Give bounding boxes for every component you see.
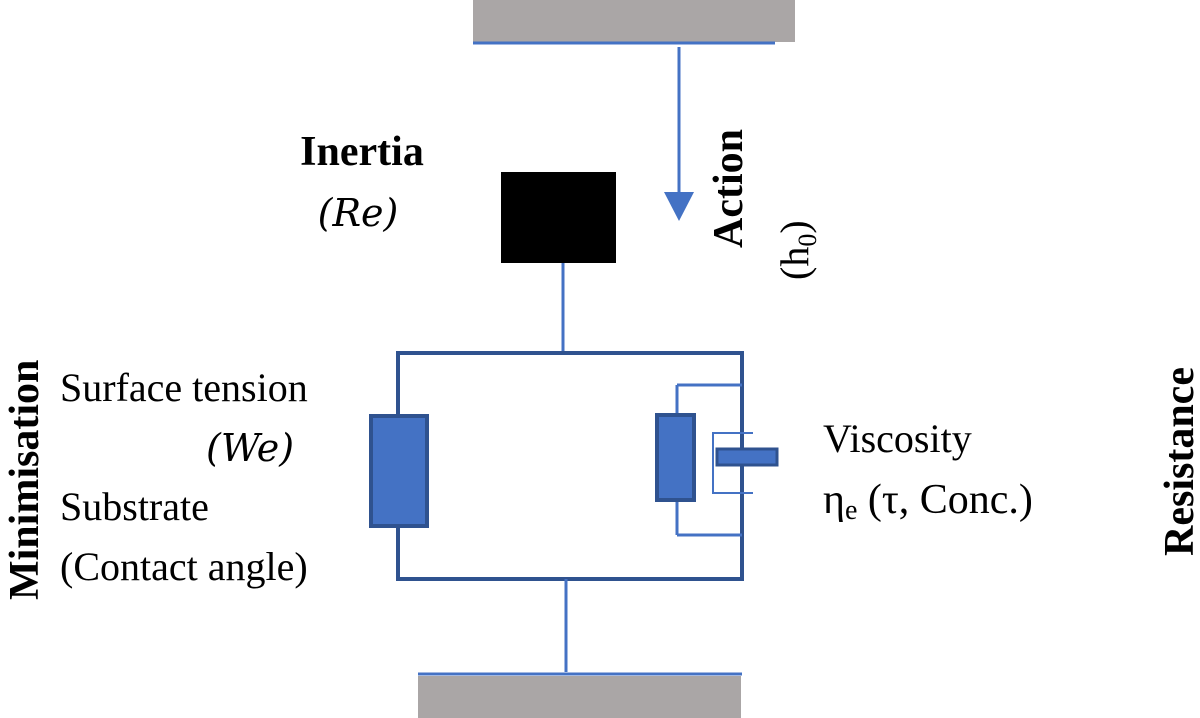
viscosity-spring	[655, 413, 696, 502]
action-arrow	[664, 47, 694, 221]
top-plate	[473, 0, 795, 45]
bottom-plate	[418, 672, 742, 718]
minimisation-label: Minimisation	[2, 360, 48, 600]
viscosity-sub: e	[845, 495, 857, 526]
bottom-plate-body	[418, 676, 741, 718]
resistance-label: Resistance	[1157, 367, 1200, 556]
arrow-down-icon	[664, 192, 694, 221]
surface-tension-spring	[369, 414, 429, 528]
dashpot-element	[712, 432, 753, 494]
action-param-close: )	[772, 220, 817, 233]
action-param-group: (h0)	[772, 220, 822, 280]
surface-tension-label: Surface tension	[60, 365, 308, 410]
minimisation-label-group: Minimisation	[2, 360, 48, 600]
substrate-label: Substrate	[60, 484, 209, 529]
viscosity-eta: η	[823, 477, 845, 523]
resistance-label-group: Resistance	[1157, 367, 1200, 556]
inertia-label: Inertia	[300, 129, 424, 175]
contact-angle-label: (Contact angle)	[60, 544, 308, 589]
top-plate-body	[473, 0, 795, 42]
inertia-param: (Re)	[318, 191, 399, 235]
action-label-group: Action	[706, 129, 752, 248]
surface-tension-param: (We)	[206, 426, 294, 470]
viscosity-expression: ηe (τ, Conc.)	[823, 477, 1033, 526]
viscosity-label: Viscosity	[823, 416, 972, 461]
mass-block	[501, 172, 616, 263]
action-param-base: (h	[772, 247, 817, 280]
dashpot-piston	[715, 447, 779, 467]
action-label: Action	[706, 129, 752, 248]
viscosity-rest: (τ, Conc.)	[857, 477, 1033, 523]
action-param: (h0)	[772, 220, 822, 280]
action-param-sub: 0	[793, 234, 822, 247]
viscous-branch	[655, 383, 779, 537]
